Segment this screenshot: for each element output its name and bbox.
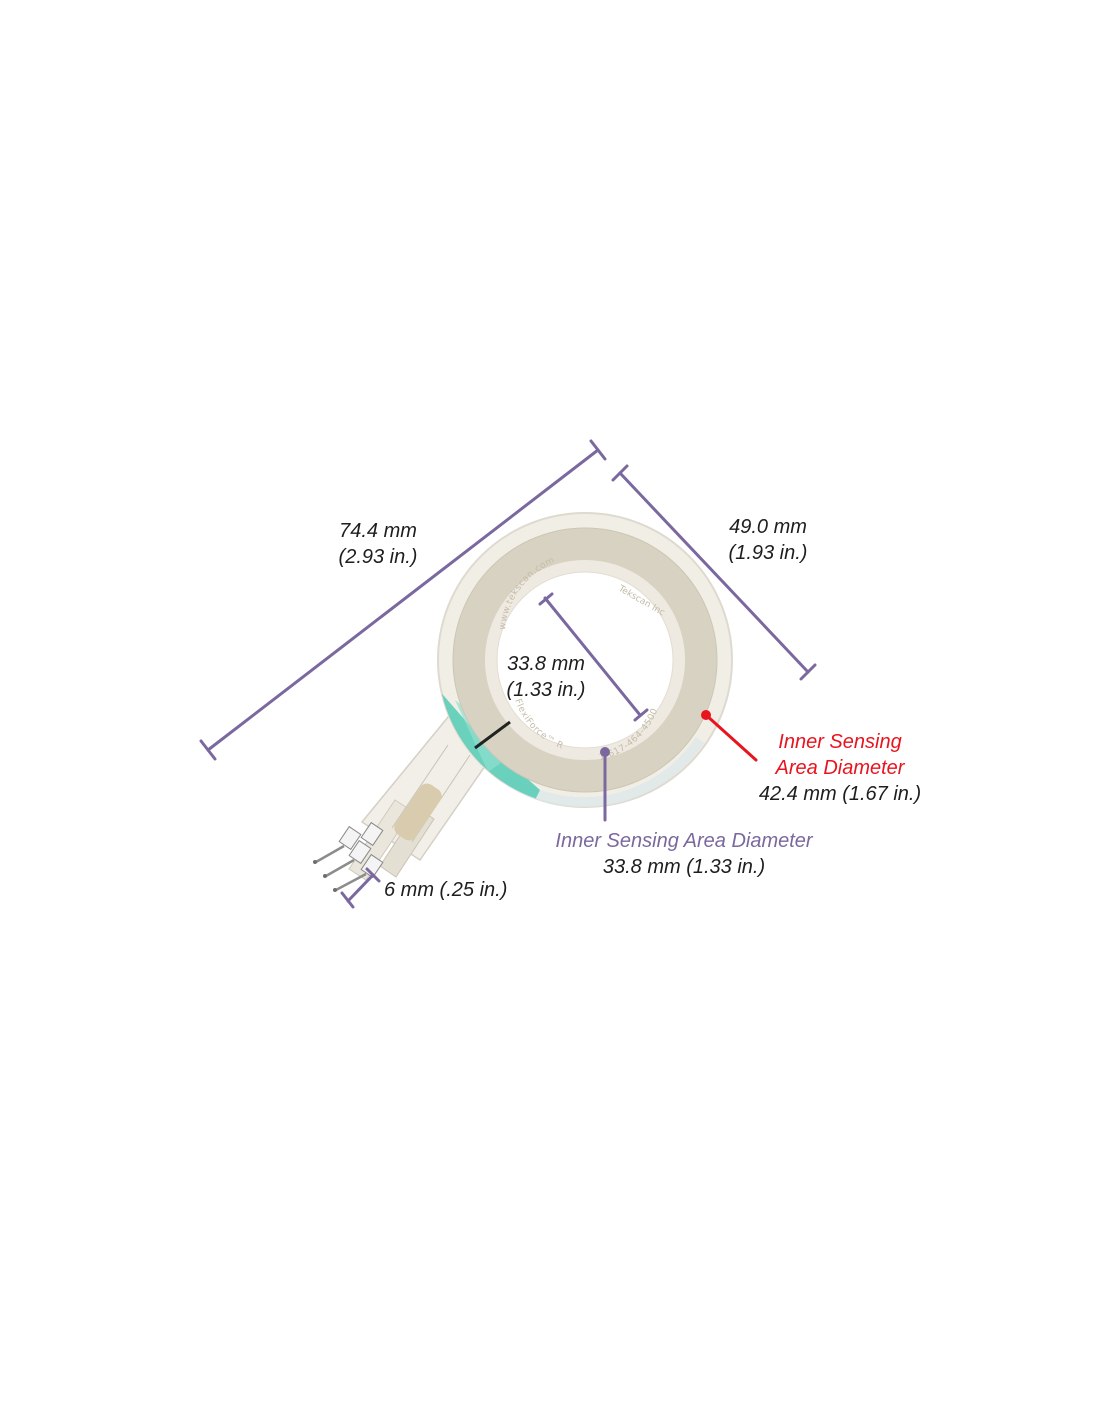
red-callout-value: 42.4 mm (1.67 in.) bbox=[758, 783, 922, 805]
outer-diameter-label: 49.0 mm (1.93 in.) bbox=[708, 514, 828, 566]
overall-length-in: (2.93 in.) bbox=[338, 546, 418, 568]
pin-pitch-text: 6 mm (.25 in.) bbox=[384, 879, 508, 901]
outer-diameter-in: (1.93 in.) bbox=[728, 542, 808, 564]
sensor-hole bbox=[496, 571, 674, 749]
inner-hole-mm: 33.8 mm bbox=[507, 653, 585, 675]
overall-length-label: 74.4 mm (2.93 in.) bbox=[318, 518, 438, 570]
outer-diameter-dimension-line bbox=[611, 464, 817, 681]
purple-callout-label: Inner Sensing Area Diameter 33.8 mm (1.3… bbox=[534, 828, 834, 880]
connector-pins bbox=[313, 821, 384, 892]
pin-2 bbox=[323, 839, 372, 878]
outer-diameter-mm: 49.0 mm bbox=[729, 516, 807, 538]
inner-hole-dimension-line bbox=[538, 592, 649, 722]
inner-hole-in: (1.33 in.) bbox=[506, 679, 586, 701]
pin-pitch-dimension-line bbox=[340, 867, 381, 909]
pin-pitch-label: 6 mm (.25 in.) bbox=[384, 877, 507, 903]
overall-length-dimension-line bbox=[199, 439, 607, 761]
inner-hole-label: 33.8 mm (1.33 in.) bbox=[490, 651, 602, 703]
red-callout-leader bbox=[701, 710, 758, 762]
red-callout-line1: Inner Sensing bbox=[778, 731, 902, 753]
overall-length-mm: 74.4 mm bbox=[339, 520, 417, 542]
pin-3 bbox=[333, 821, 384, 892]
purple-callout-dot bbox=[600, 747, 610, 757]
purple-callout-title: Inner Sensing Area Diameter bbox=[555, 830, 813, 852]
purple-callout-value: 33.8 mm (1.33 in.) bbox=[602, 856, 766, 878]
pin-1 bbox=[313, 825, 362, 864]
ring-sensor: www.tekscan.com FlexiForce™ RING 1-617-4… bbox=[0, 0, 733, 892]
red-callout-label: Inner Sensing Area Diameter 42.4 mm (1.6… bbox=[730, 729, 950, 807]
red-callout-line2: Area Diameter bbox=[775, 757, 905, 779]
